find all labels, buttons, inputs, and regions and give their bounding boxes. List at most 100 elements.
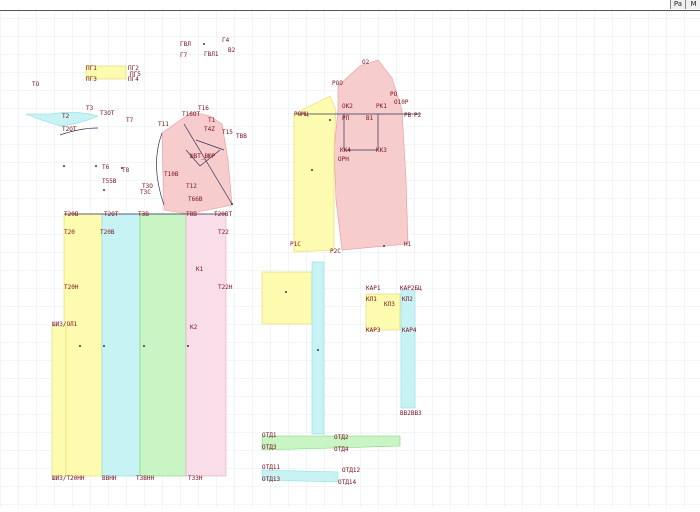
label: КЛ3 <box>384 301 395 308</box>
label: ОТД11 <box>262 464 280 471</box>
label: Т10В <box>164 171 179 178</box>
label: Н1 <box>404 241 412 248</box>
strip-cyan-right[interactable] <box>400 289 416 409</box>
label: Т3О <box>142 183 153 190</box>
top-toolbar: Pa M <box>0 0 700 11</box>
label: ОТД3 <box>262 444 277 451</box>
piece-pg-yellow[interactable] <box>85 65 127 80</box>
label: Т16ОТ <box>182 111 200 118</box>
label: Т3ВНН <box>136 475 154 482</box>
label: ОК2 <box>342 103 353 110</box>
label: Т3В <box>138 211 149 218</box>
piece-kap-yellow[interactable] <box>365 293 401 331</box>
label: РОМЦ <box>294 111 309 118</box>
label: ПГ5 <box>130 71 141 78</box>
label: Т1 <box>208 117 216 124</box>
label: РО <box>390 91 398 98</box>
label: РП <box>342 115 350 122</box>
strip-green-bottom[interactable] <box>261 435 401 451</box>
label: ПГ1 <box>86 65 97 72</box>
label: КЛ2 <box>402 296 413 303</box>
construction-lines <box>59 113 420 215</box>
label: Т6 <box>102 164 110 171</box>
toolbar-button-pa[interactable]: Pa <box>670 0 685 9</box>
point-markers <box>63 43 385 351</box>
label: КЛ1 <box>366 296 377 303</box>
label: КАР2БЦ <box>400 285 422 292</box>
label: О2 <box>362 59 370 66</box>
label: ОТД4 <box>334 446 349 453</box>
label: Т15 <box>222 129 233 136</box>
piece-cyan-small[interactable] <box>25 112 99 127</box>
label: ПГ3 <box>86 76 97 83</box>
pattern-drawing: ГВЛ Г4 В2 Г7 ГВЛ1 ПГ1 ПГ2 ПГ5 ПГ3 ПГ4 ТО… <box>0 10 700 508</box>
toolbar-button-m[interactable]: M <box>685 0 700 9</box>
label: Т8В <box>186 211 197 218</box>
label: Т20Н <box>64 284 79 291</box>
strip-cyan-bottom[interactable] <box>261 469 339 483</box>
point-labels: ГВЛ Г4 В2 Г7 ГВЛ1 ПГ1 ПГ2 ПГ5 ПГ3 ПГ4 ТО… <box>32 37 422 486</box>
label: Т20ВТ <box>214 211 232 218</box>
label: КАР1 <box>366 285 381 292</box>
label: ПГ2 <box>128 65 139 72</box>
label: КК4 <box>340 147 351 154</box>
label: ПГ4 <box>128 76 139 83</box>
label: Т33Н <box>188 475 203 482</box>
label: ОТД1 <box>262 432 277 439</box>
label: Т11 <box>158 121 169 128</box>
label: Т4Z <box>204 126 215 133</box>
label: В2 <box>228 47 236 54</box>
label: К2 <box>190 324 198 331</box>
strip-cyan-vertical[interactable] <box>311 261 325 435</box>
pattern-canvas[interactable]: ГВЛ Г4 В2 Г7 ГВЛ1 ПГ1 ПГ2 ПГ5 ПГ3 ПГ4 ТО… <box>0 10 700 508</box>
label: О10Р <box>394 99 409 106</box>
label: ШВТ_ВЮР <box>190 153 216 160</box>
label: РОО <box>332 80 343 87</box>
label: ТО <box>32 81 40 88</box>
label: Р2С <box>330 248 341 255</box>
piece-yellow-square[interactable] <box>261 271 313 325</box>
label: Р1С <box>290 241 301 248</box>
label: ГВЛ <box>180 41 191 48</box>
panel-pink-1[interactable] <box>185 213 227 477</box>
label: Т22Н <box>218 284 233 291</box>
label: ВВ2ВВЗ <box>400 410 422 417</box>
label: Т2 <box>62 113 70 120</box>
label: Т55В <box>102 178 117 185</box>
label: ОРН <box>338 156 349 163</box>
label: Г7 <box>180 52 188 59</box>
panel-cyan-1[interactable] <box>101 213 141 477</box>
label: ОТД13 <box>262 476 280 483</box>
label: Т16 <box>198 105 209 112</box>
label: В1 <box>366 115 374 122</box>
label: Т8 <box>122 167 130 174</box>
piece-back-yellow[interactable] <box>293 95 337 253</box>
label: Т20В <box>64 211 79 218</box>
label: Т3С <box>140 189 151 196</box>
label: Т2ОТ <box>104 211 119 218</box>
label: Т12 <box>186 183 197 190</box>
label: Т7 <box>126 117 134 124</box>
label: Т3 <box>86 105 94 112</box>
label: Т2ОТ <box>62 126 77 133</box>
panel-yellow-2[interactable] <box>51 325 67 477</box>
panel-green-1[interactable] <box>139 213 187 477</box>
label: РК1 <box>376 103 387 110</box>
label: ОТД2 <box>334 434 349 441</box>
label: К1 <box>196 266 204 273</box>
label: Р2 <box>414 112 422 119</box>
label: Т66В <box>188 196 203 203</box>
label: Г4 <box>222 37 230 44</box>
panel-yellow-1[interactable] <box>63 213 103 477</box>
label: Т3ОТ <box>100 110 115 117</box>
label: КАР3 <box>366 327 381 334</box>
label: ШИЗ/ОЛ1 <box>52 321 78 328</box>
label: ОТД14 <box>338 479 356 486</box>
label: Т20 <box>64 229 75 236</box>
label: ШИЗ/Т20НН <box>52 475 85 482</box>
label: РВ <box>404 112 412 119</box>
label: Т22 <box>218 229 229 236</box>
label: КАР4 <box>402 327 417 334</box>
label: ГВЛ1 <box>204 51 219 58</box>
label: ТВВ <box>236 133 247 140</box>
